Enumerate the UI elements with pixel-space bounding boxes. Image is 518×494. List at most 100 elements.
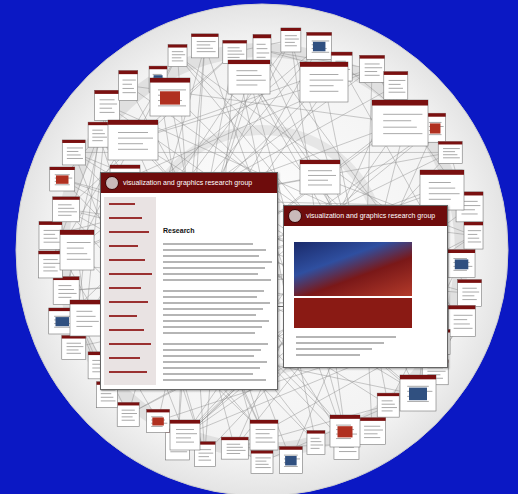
- page-thumbnail: [464, 222, 483, 249]
- page-thumbnail: [150, 78, 190, 116]
- thumbnail-text-line: [76, 311, 92, 312]
- thumbnail-text-line: [236, 80, 265, 81]
- body-text-line: [296, 336, 396, 338]
- thumbnail-frame: [372, 100, 428, 146]
- thumbnail-text-line: [461, 213, 477, 214]
- body-text-line: [163, 296, 257, 298]
- thumbnail-text-line: [308, 175, 336, 176]
- thumbnail-frame: [38, 251, 62, 278]
- thumbnail-text-line: [176, 433, 197, 434]
- body-text-line: [163, 332, 255, 334]
- section-heading: Research: [163, 227, 195, 235]
- thumbnail-header: [110, 165, 140, 169]
- thumbnail-text-line: [454, 323, 470, 324]
- thumbnail-image: [313, 42, 326, 51]
- thumbnail-header: [223, 40, 247, 43]
- nav-link: [109, 245, 138, 247]
- page-thumbnail: [307, 32, 332, 59]
- nav-link: [109, 371, 147, 373]
- thumbnail-text-line: [336, 438, 351, 439]
- thumbnail-frame: [62, 140, 85, 165]
- thumbnail-text-line: [123, 92, 136, 93]
- thumbnail-text-line: [462, 295, 474, 296]
- thumbnail-frame: [53, 197, 80, 222]
- thumbnail-frame: [330, 415, 360, 447]
- thumbnail-text-line: [43, 263, 60, 264]
- thumbnail-text-line: [407, 386, 429, 387]
- nav-link: [109, 343, 151, 345]
- thumbnail-text-line: [389, 84, 401, 85]
- thumbnail-frame: [438, 141, 462, 163]
- thumbnail-header: [372, 100, 428, 106]
- page-title: visualization and graphics research grou…: [306, 212, 435, 220]
- thumbnail-text-line: [429, 122, 442, 123]
- thumbnail-text-line: [199, 449, 212, 450]
- thumbnail-text-line: [92, 137, 107, 138]
- thumbnail-text-line: [67, 147, 83, 148]
- thumbnail-text-line: [122, 410, 135, 411]
- thumbnail-text-line: [308, 180, 328, 181]
- thumbnail-text-line: [151, 426, 163, 427]
- page-thumbnail: [50, 167, 75, 191]
- page-thumbnail: [400, 375, 436, 411]
- thumbnail-header: [60, 230, 94, 235]
- thumbnail-text-line: [67, 346, 84, 347]
- thumbnail-header: [170, 420, 200, 424]
- thumbnail-header: [438, 141, 462, 144]
- thumbnail-text-line: [197, 44, 211, 45]
- thumbnail-text-line: [43, 259, 57, 260]
- thumbnail-image: [409, 388, 427, 401]
- thumbnail-text-line: [407, 401, 429, 402]
- body-text-line: [296, 342, 384, 344]
- page-thumbnail: [62, 336, 86, 360]
- thumbnail-image: [152, 417, 164, 425]
- page-thumbnail: [117, 402, 139, 426]
- thumbnail-text-line: [176, 442, 194, 443]
- thumbnail-text-line: [255, 461, 266, 462]
- thumbnail-text-line: [311, 445, 324, 446]
- thumbnail-text-line: [256, 429, 276, 430]
- body-text-line: [163, 349, 261, 351]
- group-logo: [288, 209, 302, 223]
- thumbnail-text-line: [67, 259, 91, 260]
- thumbnail-text-line: [453, 270, 467, 271]
- thumbnail-header: [253, 35, 271, 39]
- thumbnail-header: [53, 197, 80, 200]
- body-text-line: [163, 343, 268, 345]
- page-thumbnail: [62, 140, 85, 165]
- page-thumbnail: [221, 437, 248, 459]
- thumbnail-header: [400, 375, 436, 379]
- thumbnail-text-line: [255, 467, 270, 468]
- thumbnail-text-line: [122, 416, 133, 417]
- thumbnail-text-line: [257, 52, 270, 53]
- thumbnail-text-line: [257, 48, 268, 49]
- thumbnail-text-line: [255, 457, 270, 458]
- thumbnail-text-line: [122, 420, 135, 421]
- thumbnail-text-line: [308, 184, 332, 185]
- thumbnail-frame: [359, 418, 386, 445]
- thumbnail-image: [55, 317, 69, 326]
- thumbnail-text-line: [468, 234, 478, 235]
- thumbnail-text-line: [197, 51, 216, 52]
- thumbnail-text-line: [44, 234, 56, 235]
- thumbnail-text-line: [197, 41, 216, 42]
- thumbnail-text-line: [312, 52, 330, 53]
- page-thumbnail: [300, 62, 348, 102]
- body-text-line: [163, 302, 270, 304]
- thumbnail-text-line: [118, 132, 148, 133]
- body-text-line: [163, 326, 262, 328]
- thumbnail-text-line: [227, 450, 246, 451]
- thumbnail-text-line: [172, 54, 185, 55]
- thumbnail-text-line: [43, 267, 55, 268]
- page-thumbnail: [300, 160, 340, 194]
- thumbnail-image: [338, 426, 353, 437]
- thumbnail-text-line: [468, 238, 479, 239]
- thumbnail-header: [300, 160, 340, 164]
- thumbnail-text-line: [365, 75, 380, 76]
- thumbnail-text-line: [443, 151, 455, 152]
- thumbnail-text-line: [58, 215, 72, 216]
- body-text-line: [163, 261, 272, 263]
- page-thumbnail: [250, 420, 278, 450]
- thumbnail-text-line: [255, 464, 268, 465]
- thumbnail-header: [168, 45, 187, 48]
